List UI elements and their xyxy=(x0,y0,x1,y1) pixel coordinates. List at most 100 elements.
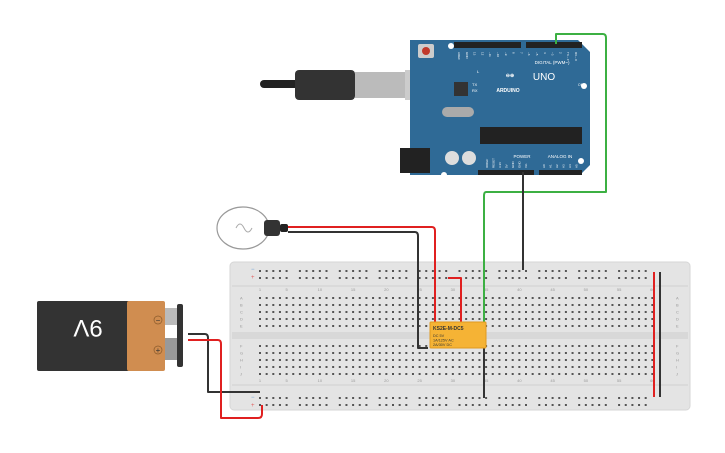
breadboard-hole xyxy=(292,345,295,347)
breadboard-hole xyxy=(345,359,348,361)
digital-pin-label: ~9 xyxy=(504,52,508,56)
rail-hole xyxy=(418,404,421,406)
rail-hole xyxy=(618,270,621,272)
breadboard-hole xyxy=(338,352,341,354)
breadboard-hole xyxy=(445,304,448,306)
breadboard-hole xyxy=(411,325,414,327)
battery-minus-label: − xyxy=(156,316,161,325)
breadboard-hole xyxy=(518,345,521,347)
breadboard-hole xyxy=(591,373,594,375)
rail-hole xyxy=(598,404,601,406)
rail-hole xyxy=(405,270,408,272)
rail-hole xyxy=(644,397,647,399)
analog-pin-label: A3 xyxy=(562,164,566,168)
breadboard-hole xyxy=(505,297,508,299)
wires[interactable] xyxy=(188,33,661,419)
breadboard-hole xyxy=(372,373,375,375)
rail-hole xyxy=(325,397,328,399)
breadboard-hole xyxy=(578,345,581,347)
breadboard-hole xyxy=(378,318,381,320)
breadboard-hole xyxy=(644,359,647,361)
rail-hole xyxy=(318,397,321,399)
breadboard-hole xyxy=(598,345,601,347)
breadboard-hole xyxy=(418,366,421,368)
breadboard-hole xyxy=(405,297,408,299)
breadboard-hole xyxy=(372,304,375,306)
breadboard-hole xyxy=(618,359,621,361)
breadboard-hole xyxy=(558,373,561,375)
column-label: 60 xyxy=(650,287,655,292)
row-label: G xyxy=(676,351,679,356)
breadboard-hole xyxy=(638,297,641,299)
breadboard-hole xyxy=(392,304,394,306)
breadboard-hole xyxy=(544,304,547,306)
battery-label: 9V xyxy=(73,314,102,341)
arduino-uno[interactable]: DIGITAL (PWM~) ⊖⊕ ARDUINO UNO L TX RX ON… xyxy=(400,40,590,178)
breadboard-hole xyxy=(491,304,494,306)
breadboard-hole xyxy=(385,297,388,299)
breadboard-hole xyxy=(591,359,594,361)
breadboard-hole xyxy=(551,373,554,375)
relay-ks2e[interactable]: KS2E-M-DC5 DC 5V 1A/125V AC 2A/30V DC xyxy=(429,321,487,349)
reset-button[interactable] xyxy=(422,47,430,55)
breadboard-hole xyxy=(358,297,361,299)
breadboard-hole xyxy=(298,373,301,375)
breadboard-hole xyxy=(411,352,414,354)
breadboard-hole xyxy=(638,325,641,327)
breadboard-hole xyxy=(418,373,421,375)
breadboard-hole xyxy=(631,366,634,368)
breadboard-hole xyxy=(352,359,355,361)
rail-hole xyxy=(438,397,441,399)
rail-hole xyxy=(604,277,607,279)
breadboard-hole xyxy=(418,297,421,299)
column-label: 1 xyxy=(259,287,262,292)
rail-hole xyxy=(465,397,468,399)
rail-hole xyxy=(312,277,315,279)
breadboard-hole xyxy=(458,373,461,375)
breadboard-hole xyxy=(518,297,521,299)
breadboard-hole xyxy=(611,318,614,320)
breadboard-hole xyxy=(611,325,614,327)
breadboard-hole xyxy=(518,366,521,368)
digital-pin-label: ~6 xyxy=(527,52,531,56)
light-bulb[interactable] xyxy=(216,206,288,250)
breadboard-hole xyxy=(318,304,321,306)
rail-hole xyxy=(325,277,328,279)
breadboard-hole xyxy=(418,325,421,327)
rail-hole xyxy=(498,404,501,406)
breadboard-hole xyxy=(498,352,501,354)
breadboard-hole xyxy=(578,311,581,313)
breadboard-hole xyxy=(352,325,355,327)
breadboard-hole xyxy=(438,352,441,354)
breadboard-hole xyxy=(578,373,581,375)
breadboard-hole xyxy=(272,359,275,361)
breadboard-hole xyxy=(478,304,481,306)
breadboard-hole xyxy=(505,352,508,354)
rail-hole xyxy=(638,404,641,406)
rail-hole xyxy=(525,397,527,399)
battery-9v[interactable]: 9V − + xyxy=(37,301,183,371)
rail-hole xyxy=(544,277,547,279)
breadboard-hole xyxy=(465,366,468,368)
breadboard-hole xyxy=(292,366,295,368)
rail-hole xyxy=(538,270,541,272)
breadboard-hole xyxy=(411,373,414,375)
breadboard-hole xyxy=(438,304,441,306)
rail-hole xyxy=(325,270,328,272)
rail-hole xyxy=(358,277,361,279)
rail-hole xyxy=(431,270,434,272)
breadboard-hole xyxy=(445,311,448,313)
breadboard-hole xyxy=(604,366,607,368)
breadboard-hole xyxy=(478,359,481,361)
breadboard-hole xyxy=(631,311,634,313)
breadboard-hole xyxy=(431,352,434,354)
breadboard-hole xyxy=(624,345,627,347)
rail-polarity-label: − xyxy=(251,267,255,273)
row-label: J xyxy=(676,372,678,377)
rail-hole xyxy=(312,397,315,399)
column-label: 40 xyxy=(517,378,522,383)
breadboard-hole xyxy=(518,304,521,306)
breadboard-hole xyxy=(431,304,434,306)
breadboard-hole xyxy=(564,297,567,299)
rail-hole xyxy=(298,270,301,272)
